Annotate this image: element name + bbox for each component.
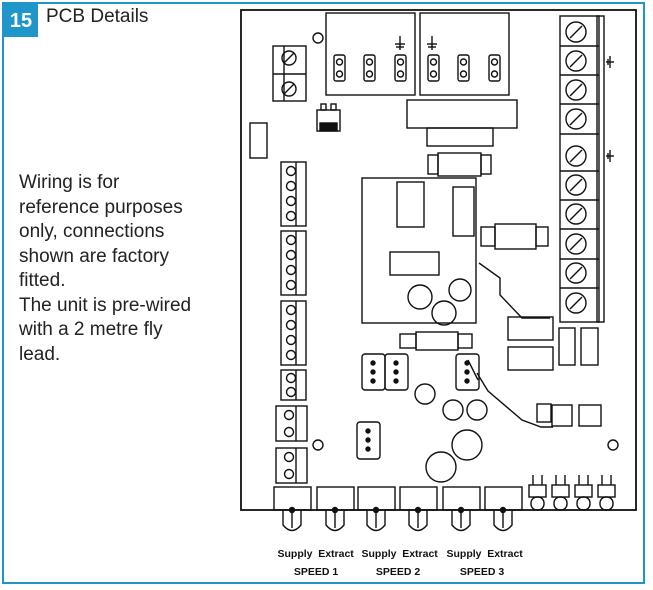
- note-line: only, connections: [19, 221, 165, 242]
- pcb-track: [476, 372, 553, 428]
- component-block: [578, 404, 602, 427]
- component-small: [580, 327, 599, 366]
- led: [574, 475, 593, 511]
- terminal-strip-1: [280, 161, 307, 227]
- led: [528, 475, 547, 511]
- capacitor: [414, 383, 436, 405]
- fan-connector-supply-2: [357, 486, 396, 532]
- fuse: [427, 152, 492, 177]
- relay-left: [325, 12, 416, 96]
- note-line: fitted.: [19, 270, 66, 291]
- capacitor: [451, 429, 483, 461]
- terminal-strip-6: [275, 447, 308, 484]
- terminal-strip-3: [280, 300, 307, 366]
- capacitor: [466, 399, 488, 421]
- note-line: shown are factory: [19, 245, 169, 267]
- mounting-hole: [312, 439, 324, 451]
- connector-3pin: [361, 353, 386, 391]
- capacitor: [425, 451, 457, 483]
- terminal-strip-4: [280, 369, 307, 401]
- fan-connector-supply-3: [442, 486, 481, 532]
- led: [597, 475, 616, 511]
- note-line: lead.: [19, 343, 61, 365]
- component-small: [249, 122, 268, 159]
- label-speed-3: SPEED 3: [460, 566, 505, 578]
- component-block: [426, 127, 494, 147]
- connector-3pin: [455, 353, 480, 391]
- pcb-track: [478, 262, 550, 319]
- wiring-note: Wiring is for reference purposes only, c…: [19, 171, 229, 367]
- component-block: [551, 404, 573, 427]
- pcb-board-outline: [240, 9, 637, 511]
- label-speed-1: SPEED 1: [294, 566, 339, 578]
- transistor: [316, 103, 341, 132]
- terminal-strip-5: [275, 405, 308, 442]
- earth-symbol: [606, 56, 614, 68]
- terminal-block-top-left: [272, 45, 307, 102]
- terminal-strip-2: [280, 230, 307, 296]
- fan-connector-supply-1: [273, 486, 312, 532]
- section-frame: [2, 2, 645, 584]
- fan-connector-extract-1: [316, 486, 355, 532]
- component-small: [558, 327, 576, 366]
- section-number: 15: [4, 4, 38, 37]
- section-title: PCB Details: [46, 6, 149, 27]
- label-extract-2: Extract: [402, 548, 438, 560]
- connector-3pin: [384, 353, 409, 391]
- mounting-hole: [312, 32, 324, 44]
- component-block: [507, 346, 554, 371]
- note-line: Wiring is for: [19, 172, 120, 193]
- relay-right: [419, 12, 510, 96]
- label-extract-1: Extract: [318, 548, 354, 560]
- note-line: with a 2 metre fly: [19, 319, 163, 340]
- fan-connector-extract-2: [399, 486, 438, 532]
- fuse: [480, 223, 549, 250]
- terminal-block-right: [559, 15, 605, 323]
- label-supply-2: Supply: [361, 548, 396, 560]
- mounting-hole: [607, 439, 619, 451]
- note-line: The unit is pre-wired: [19, 294, 192, 316]
- transformer-module: [361, 177, 477, 326]
- component-block: [507, 316, 554, 341]
- connector-3pin: [356, 421, 381, 460]
- fuse: [399, 331, 473, 351]
- label-supply-1: Supply: [277, 548, 312, 560]
- component-block: [406, 99, 518, 129]
- label-supply-3: Supply: [446, 548, 481, 560]
- component-block: [536, 403, 552, 423]
- label-extract-3: Extract: [487, 548, 523, 560]
- led: [551, 475, 570, 511]
- earth-symbol: [606, 150, 614, 162]
- label-speed-2: SPEED 2: [376, 566, 421, 578]
- note-line: reference purposes: [19, 196, 183, 218]
- fan-connector-extract-3: [484, 486, 523, 532]
- capacitor: [442, 399, 464, 421]
